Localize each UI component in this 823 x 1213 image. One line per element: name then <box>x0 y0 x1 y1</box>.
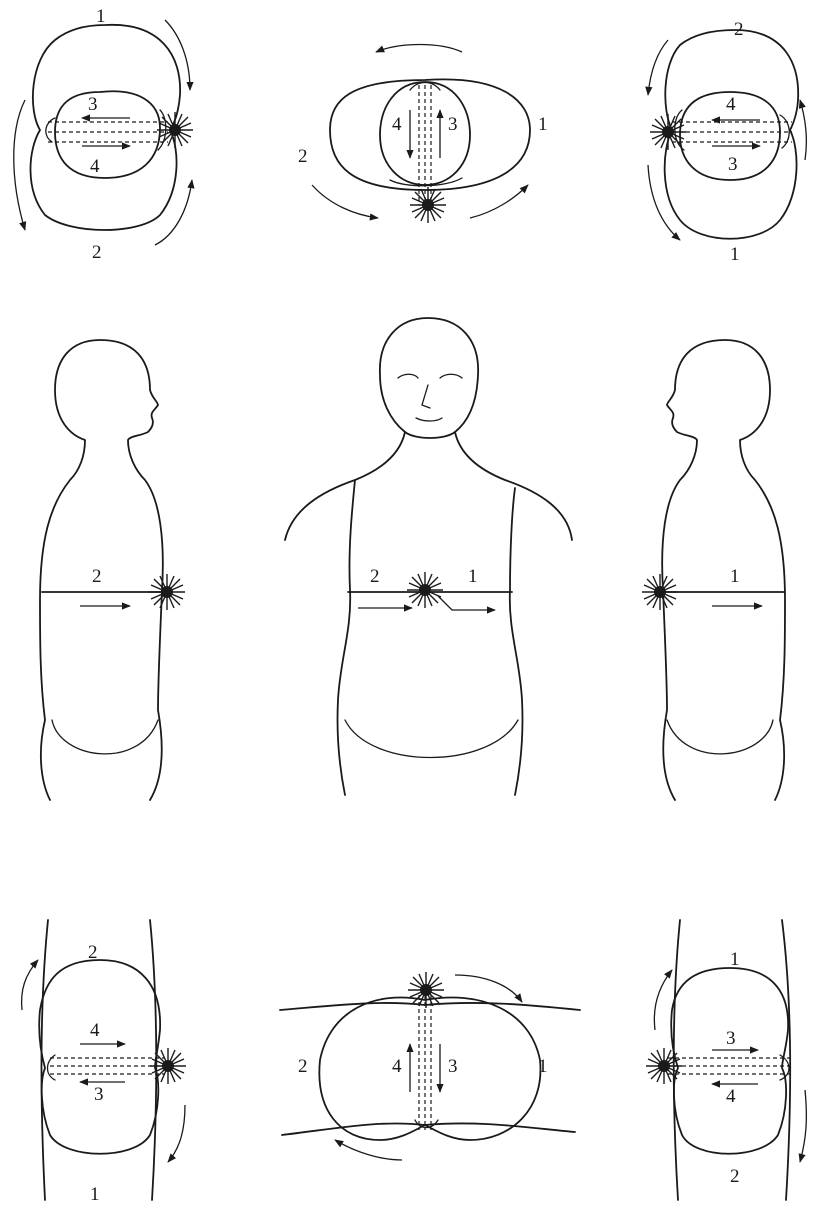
label-2: 2 <box>370 566 380 587</box>
label-4: 4 <box>726 94 736 115</box>
body-outline <box>662 340 785 800</box>
right-profile-figure: 1 <box>642 340 785 800</box>
label-1: 1 <box>730 244 740 265</box>
label-4: 4 <box>392 114 402 135</box>
entry-burst <box>646 1048 682 1084</box>
label-1: 1 <box>90 1184 100 1205</box>
outer-contour <box>330 79 530 190</box>
entry-burst <box>650 114 686 150</box>
label-3: 3 <box>726 1028 736 1049</box>
label-2: 2 <box>298 1056 308 1077</box>
entry-burst <box>150 1048 186 1084</box>
inner-contour <box>671 968 788 1154</box>
left-brow <box>398 374 418 378</box>
entry-burst <box>642 574 678 610</box>
label-3: 3 <box>448 1056 458 1077</box>
top-right-section: 2 4 3 1 <box>648 19 806 265</box>
inner-contour <box>55 91 160 178</box>
label-3: 3 <box>94 1084 104 1105</box>
label-2: 2 <box>92 242 102 263</box>
label-1: 1 <box>468 566 478 587</box>
center-frontal-figure: 2 1 <box>285 318 572 795</box>
entry-burst <box>149 574 185 610</box>
label-2: 2 <box>298 146 308 167</box>
label-2: 2 <box>734 19 744 40</box>
label-3: 3 <box>448 114 458 135</box>
label-3: 3 <box>728 154 738 175</box>
label-1: 1 <box>538 114 548 135</box>
label-4: 4 <box>392 1056 402 1077</box>
top-left-section: 1 3 4 2 <box>14 6 193 263</box>
torso-outline <box>285 432 572 795</box>
label-3: 3 <box>88 94 98 115</box>
label-1: 1 <box>538 1056 548 1077</box>
bottom-middle-section: 2 4 3 1 <box>280 972 580 1160</box>
label-4: 4 <box>726 1086 736 1107</box>
inner-contour <box>39 960 160 1154</box>
entry-burst <box>410 187 446 223</box>
label-2: 2 <box>730 1166 740 1187</box>
inner-contour <box>319 998 540 1141</box>
entry-burst <box>157 112 193 148</box>
label-4: 4 <box>90 156 100 177</box>
outer-contour-1 <box>30 25 180 230</box>
label-1: 1 <box>730 949 740 970</box>
bottom-right-section: 1 3 4 2 <box>646 920 806 1200</box>
label-2: 2 <box>88 942 98 963</box>
label-1: 1 <box>96 6 106 27</box>
nose <box>422 385 430 408</box>
entry-burst <box>408 972 444 1008</box>
label-1: 1 <box>730 566 740 587</box>
label-2: 2 <box>92 566 102 587</box>
mouth <box>416 418 442 421</box>
head-outline <box>380 318 478 438</box>
right-brow <box>440 374 462 378</box>
top-middle-section: 4 3 1 2 <box>298 45 548 224</box>
bottom-left-section: 2 4 3 1 <box>22 920 186 1205</box>
left-profile-figure: 2 <box>40 340 185 800</box>
entry-burst <box>407 572 443 608</box>
label-4: 4 <box>90 1020 100 1041</box>
outer-contour <box>665 30 799 239</box>
